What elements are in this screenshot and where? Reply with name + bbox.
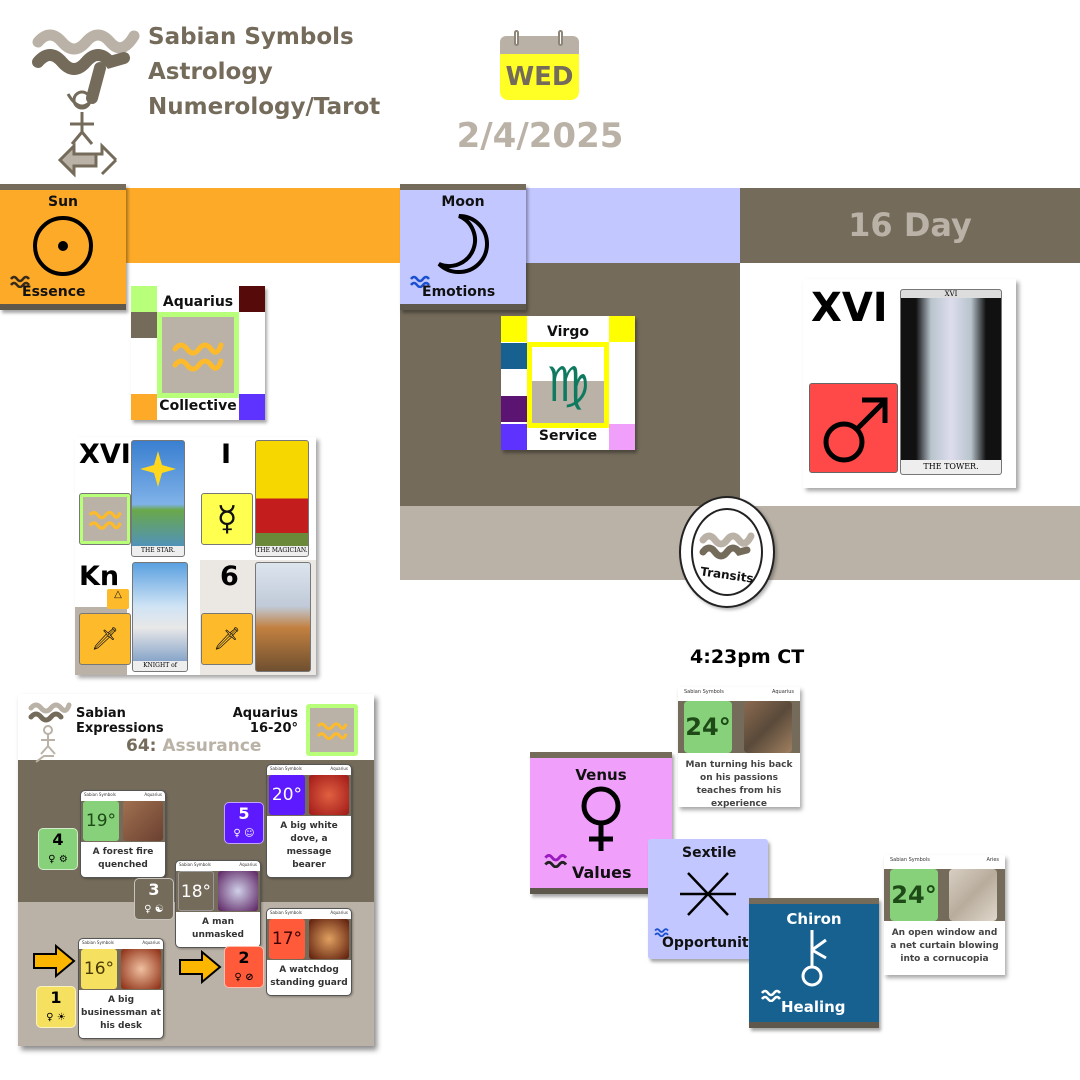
chiron-label: Chiron xyxy=(786,910,842,928)
aspect-keyword: Opportunity xyxy=(662,935,758,951)
moon-label: Moon xyxy=(441,194,485,210)
aquarius-wave-icon xyxy=(410,275,430,288)
degree-badge: 24° xyxy=(890,869,938,921)
step-badge[interactable]: 4♀ ⚙ xyxy=(38,828,78,870)
weekday-label: WED xyxy=(500,54,579,100)
aquarius-wave-icon xyxy=(544,854,568,868)
aquarius-wave-icon xyxy=(761,989,781,1002)
venus-keyword: Values xyxy=(572,863,632,882)
sabian-logo-icon xyxy=(28,702,72,763)
tarot-numeral: XVI xyxy=(811,285,888,331)
expressions-sign-range: Aquarius 16-20° xyxy=(232,706,298,736)
mars-tile xyxy=(809,383,898,473)
symbol-text: Man turning his back on his passions tea… xyxy=(685,760,793,809)
tarot-card-tower[interactable]: XVI THE TOWER. xyxy=(900,289,1002,475)
tarot-card-six-of-swords[interactable] xyxy=(255,562,311,672)
virgo-sign-tile[interactable]: Virgo ♍ Service xyxy=(501,316,635,450)
transit-time: 4:23pm CT xyxy=(690,646,805,668)
sign-keyword: Service xyxy=(538,428,598,444)
day-number-label: 16 Day xyxy=(740,188,1080,263)
sabian-expressions-panel: Sabian Expressions Aquarius 16-20° 64: A… xyxy=(18,694,374,1046)
tarot-numeral: Kn xyxy=(79,561,120,592)
tarot-grid: XVII THE STAR. I ☿ THE MAGICIAN. Kn △ 🗡 … xyxy=(75,437,316,675)
expressions-title: Sabian Expressions xyxy=(76,706,164,736)
venus-label: Venus xyxy=(575,766,627,784)
tarot-card-star[interactable]: THE STAR. xyxy=(131,440,185,557)
virgo-symbol-icon: ♍ xyxy=(532,347,604,423)
aquarius-wave-icon xyxy=(654,928,669,937)
sabian-wave-icon xyxy=(699,532,755,560)
aspect-tile[interactable]: Sextile Opportunity xyxy=(648,839,768,959)
sun-symbol-icon xyxy=(33,216,93,276)
air-element-icon: △ xyxy=(107,589,129,609)
sun-keyword: Essence xyxy=(22,284,86,300)
date-label: 2/4/2025 xyxy=(456,116,624,156)
degree-badge: 24° xyxy=(684,701,732,753)
sign-keyword: Collective xyxy=(159,398,237,414)
moon-keyword: Emotions xyxy=(422,284,496,300)
sun-label: Sun xyxy=(47,194,79,210)
brand-line-3: Numerology/Tarot xyxy=(148,94,381,120)
tarot-card-magician[interactable]: THE MAGICIAN. xyxy=(255,440,309,557)
aquarius-sign-tile[interactable]: Aquarius Collective xyxy=(131,286,265,420)
step-badge[interactable]: 3♀ ☯ xyxy=(134,878,174,920)
chiron-symbol-icon xyxy=(801,930,827,987)
calendar-icon: WED xyxy=(500,30,579,100)
tarot-numeral: 6 xyxy=(220,561,239,592)
sextile-symbol-icon xyxy=(680,872,736,916)
mars-symbol-icon xyxy=(823,397,888,463)
step-badge[interactable]: 5♀ ☺ xyxy=(224,802,264,844)
sign-name: Aquarius xyxy=(162,294,234,310)
sign-name: Virgo xyxy=(547,324,589,340)
moon-tile[interactable]: Moon Emotions xyxy=(400,184,526,310)
symbol-text: An open window and a net curtain blowing… xyxy=(890,928,999,964)
aspect-label: Sextile xyxy=(682,845,737,861)
tarot-numeral: I xyxy=(221,439,232,470)
brand-title: Sabian Symbols Astrology Numerology/Taro… xyxy=(148,20,380,125)
aquarius-wave-icon xyxy=(10,275,30,288)
arrow-right-icon xyxy=(33,944,76,978)
step-badge[interactable]: 2♀ ⊘ xyxy=(224,946,264,988)
aquarius-symbol-icon xyxy=(172,342,224,372)
sabian-logo-icon xyxy=(32,29,140,178)
aquarius-symbol-icon xyxy=(88,510,122,530)
aquarius-mini-icon xyxy=(306,704,358,756)
transits-wheel-button[interactable]: Transits xyxy=(679,496,775,608)
tarot-card-knight-of-swords[interactable]: KNIGHT of SWORDS. xyxy=(132,562,188,672)
sun-tile[interactable]: Sun Essence xyxy=(0,184,126,310)
star-icon xyxy=(140,451,176,487)
hexagram-label: 64: Assurance xyxy=(126,736,262,756)
moon-symbol-icon xyxy=(437,214,489,275)
venus-symbol-icon xyxy=(581,786,621,851)
brand-line-2: Astrology xyxy=(148,59,273,85)
step-badge[interactable]: 1♀ ☀ xyxy=(36,986,76,1028)
chiron-keyword: Healing xyxy=(781,998,846,1016)
brand-line-1: Sabian Symbols xyxy=(148,24,354,50)
tarot-numeral: XVII xyxy=(79,439,141,470)
arrow-right-icon xyxy=(179,950,222,984)
day-tarot: XVI XVI THE TOWER. xyxy=(803,279,1016,488)
chiron-tile[interactable]: Chiron Healing xyxy=(749,898,879,1028)
